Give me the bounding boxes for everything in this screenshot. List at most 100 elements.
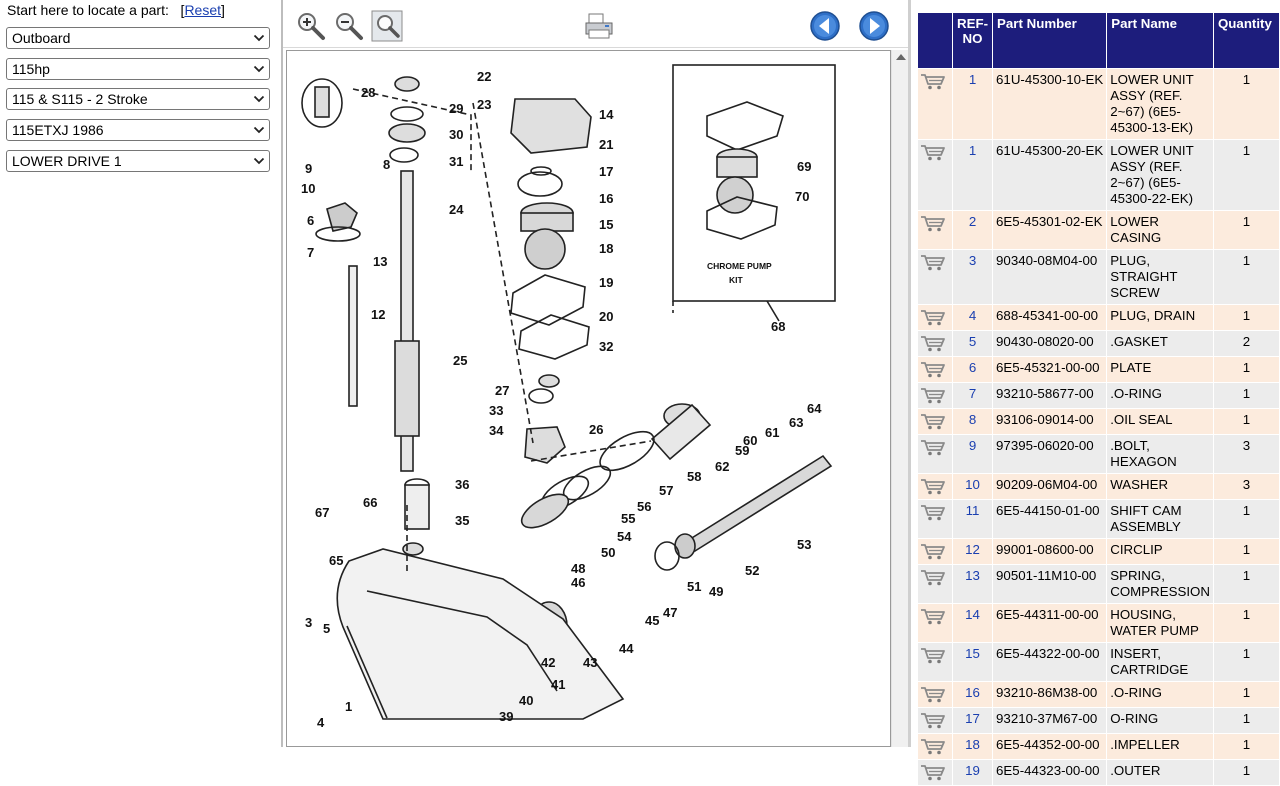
diagram-callout-19[interactable]: 19 <box>599 275 613 290</box>
diagram-callout-27[interactable]: 27 <box>495 383 509 398</box>
zoom-out-icon[interactable] <box>333 10 365 42</box>
diagram-callout-34[interactable]: 34 <box>489 423 504 438</box>
zoom-in-icon[interactable] <box>295 10 327 42</box>
next-arrow-icon[interactable] <box>858 10 890 42</box>
ref-no-link[interactable]: 1 <box>951 139 994 211</box>
diagram-callout-25[interactable]: 25 <box>453 353 467 368</box>
diagram-callout-10[interactable]: 10 <box>301 181 315 196</box>
diagram-callout-61[interactable]: 61 <box>765 425 779 440</box>
zoom-fit-icon[interactable] <box>371 10 403 42</box>
diagram-callout-47[interactable]: 47 <box>663 605 677 620</box>
right-panel-divider[interactable] <box>908 0 911 747</box>
ref-no-link[interactable]: 11 <box>951 499 994 539</box>
diagram-callout-67[interactable]: 67 <box>315 505 329 520</box>
diagram-callout-14[interactable]: 14 <box>599 107 614 122</box>
diagram-callout-59[interactable]: 59 <box>735 443 749 458</box>
diagram-callout-43[interactable]: 43 <box>583 655 597 670</box>
diagram-callout-24[interactable]: 24 <box>449 202 464 217</box>
ref-no-link[interactable]: 16 <box>951 681 994 708</box>
diagram-vertical-scrollbar[interactable] <box>891 50 908 747</box>
ref-no-link[interactable]: 8 <box>951 408 994 435</box>
assembly-select[interactable]: LOWER DRIVE 1 <box>6 150 270 172</box>
diagram-callout-18[interactable]: 18 <box>599 241 613 256</box>
add-to-cart-button[interactable] <box>917 681 953 708</box>
ref-no-link[interactable]: 2 <box>951 210 994 250</box>
ref-no-link[interactable]: 4 <box>951 304 994 331</box>
diagram-callout-5[interactable]: 5 <box>323 621 330 636</box>
ref-no-link[interactable]: 13 <box>951 564 994 604</box>
diagram-callout-54[interactable]: 54 <box>617 529 632 544</box>
ref-no-link[interactable]: 3 <box>951 249 994 305</box>
diagram-callout-3[interactable]: 3 <box>305 615 312 630</box>
ref-no-link[interactable]: 6 <box>951 356 994 383</box>
ref-no-link[interactable]: 7 <box>951 382 994 409</box>
diagram-callout-7[interactable]: 7 <box>307 245 314 260</box>
diagram-callout-42[interactable]: 42 <box>541 655 555 670</box>
diagram-callout-30[interactable]: 30 <box>449 127 463 142</box>
diagram-callout-40[interactable]: 40 <box>519 693 533 708</box>
ref-no-link[interactable]: 5 <box>951 330 994 357</box>
scroll-up-icon[interactable] <box>896 54 906 60</box>
add-to-cart-button[interactable] <box>917 249 953 305</box>
diagram-callout-17[interactable]: 17 <box>599 164 613 179</box>
add-to-cart-button[interactable] <box>917 473 953 500</box>
print-icon[interactable] <box>583 10 615 42</box>
diagram-callout-70[interactable]: 70 <box>795 189 809 204</box>
diagram-callout-69[interactable]: 69 <box>797 159 811 174</box>
diagram-callout-60[interactable]: 60 <box>743 433 757 448</box>
diagram-callout-8[interactable]: 8 <box>383 157 390 172</box>
diagram-callout-28[interactable]: 28 <box>361 85 375 100</box>
diagram-callout-45[interactable]: 45 <box>645 613 659 628</box>
add-to-cart-button[interactable] <box>917 538 953 565</box>
add-to-cart-button[interactable] <box>917 642 953 682</box>
diagram-callout-6[interactable]: 6 <box>307 213 314 228</box>
add-to-cart-button[interactable] <box>917 564 953 604</box>
diagram-callout-4[interactable]: 4 <box>317 715 325 730</box>
diagram-callout-13[interactable]: 13 <box>373 254 387 269</box>
add-to-cart-button[interactable] <box>917 499 953 539</box>
diagram-callout-29[interactable]: 29 <box>449 101 463 116</box>
ref-no-link[interactable]: 14 <box>951 603 994 643</box>
diagram-callout-21[interactable]: 21 <box>599 137 613 152</box>
add-to-cart-button[interactable] <box>917 139 953 211</box>
horsepower-select[interactable]: 115hp <box>6 58 270 80</box>
ref-no-link[interactable]: 19 <box>951 759 994 786</box>
diagram-callout-50[interactable]: 50 <box>601 545 615 560</box>
add-to-cart-button[interactable] <box>917 210 953 250</box>
diagram-callout-44[interactable]: 44 <box>619 641 634 656</box>
diagram-callout-53[interactable]: 53 <box>797 537 811 552</box>
add-to-cart-button[interactable] <box>917 330 953 357</box>
diagram-callout-35[interactable]: 35 <box>455 513 469 528</box>
add-to-cart-button[interactable] <box>917 434 953 474</box>
diagram-callout-56[interactable]: 56 <box>637 499 651 514</box>
add-to-cart-button[interactable] <box>917 304 953 331</box>
ref-no-link[interactable]: 15 <box>951 642 994 682</box>
diagram-callout-64[interactable]: 64 <box>807 401 822 416</box>
add-to-cart-button[interactable] <box>917 603 953 643</box>
diagram-callout-66[interactable]: 66 <box>363 495 377 510</box>
diagram-callout-57[interactable]: 57 <box>659 483 673 498</box>
diagram-callout-68[interactable]: 68 <box>771 319 785 334</box>
model-year-select[interactable]: 115ETXJ 1986 <box>6 119 270 141</box>
ref-no-link[interactable]: 1 <box>951 68 994 140</box>
diagram-callout-52[interactable]: 52 <box>745 563 759 578</box>
diagram-callout-58[interactable]: 58 <box>687 469 701 484</box>
reset-link[interactable]: Reset <box>184 2 222 18</box>
diagram-callout-49[interactable]: 49 <box>709 584 723 599</box>
diagram-callout-65[interactable]: 65 <box>329 553 343 568</box>
diagram-callout-55[interactable]: 55 <box>621 511 635 526</box>
diagram-callout-51[interactable]: 51 <box>687 579 701 594</box>
prev-arrow-icon[interactable] <box>809 10 841 42</box>
diagram-callout-22[interactable]: 22 <box>477 69 491 84</box>
diagram-callout-20[interactable]: 20 <box>599 309 613 324</box>
diagram-callout-15[interactable]: 15 <box>599 217 613 232</box>
diagram-callout-36[interactable]: 36 <box>455 477 469 492</box>
diagram-callout-9[interactable]: 9 <box>305 161 312 176</box>
diagram-callout-31[interactable]: 31 <box>449 154 463 169</box>
diagram-callout-16[interactable]: 16 <box>599 191 613 206</box>
diagram-callout-32[interactable]: 32 <box>599 339 613 354</box>
add-to-cart-button[interactable] <box>917 356 953 383</box>
diagram-callout-39[interactable]: 39 <box>499 709 513 724</box>
diagram-callout-12[interactable]: 12 <box>371 307 385 322</box>
